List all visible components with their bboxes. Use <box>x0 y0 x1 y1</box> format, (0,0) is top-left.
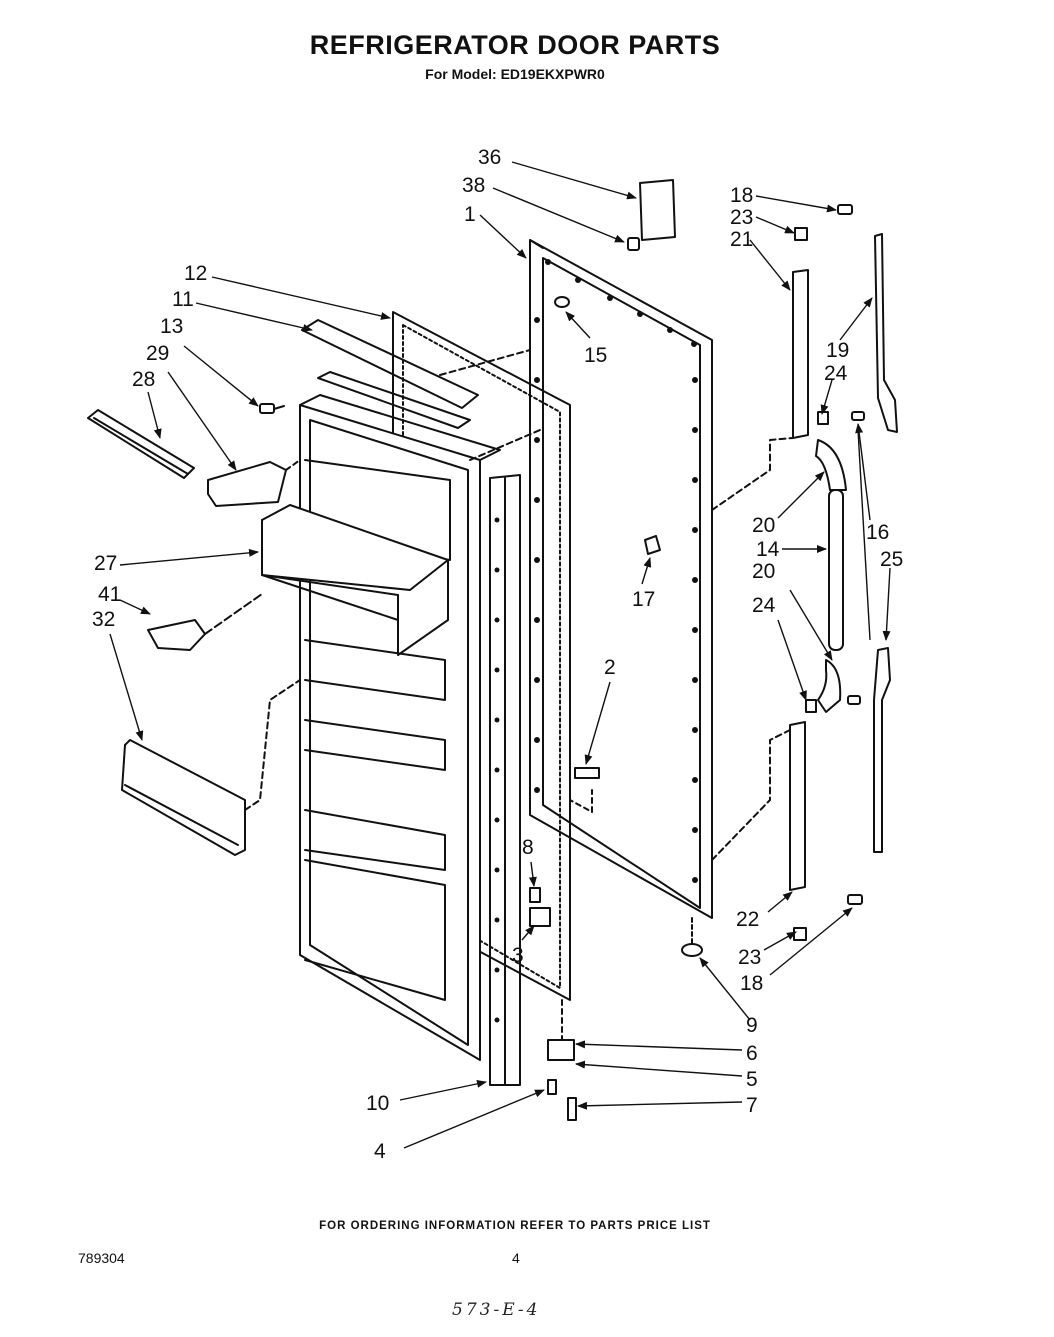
channel-22 <box>790 722 805 890</box>
strip-19 <box>875 234 897 432</box>
callout-6: 6 <box>746 1042 758 1065</box>
callout-13: 13 <box>160 315 183 338</box>
callout-21: 21 <box>730 228 753 251</box>
callout-7: 7 <box>746 1094 758 1117</box>
door-outer-panel <box>530 240 712 918</box>
strip-25 <box>874 648 890 852</box>
callout-18-top: 18 <box>730 184 753 207</box>
screw-13 <box>260 404 284 413</box>
callout-1: 1 <box>464 203 476 226</box>
document-number: 789304 <box>78 1250 125 1266</box>
badge-36 <box>640 180 675 240</box>
callout-29: 29 <box>146 342 169 365</box>
callout-10: 10 <box>366 1092 389 1115</box>
ordering-note: FOR ORDERING INFORMATION REFER TO PARTS … <box>319 1220 711 1232</box>
door-trim-strip <box>490 475 520 1085</box>
callout-2: 2 <box>604 656 616 679</box>
callout-17: 17 <box>632 588 655 611</box>
callout-23-bottom: 23 <box>738 946 761 969</box>
butter-cup <box>148 594 262 650</box>
callout-25: 25 <box>880 548 903 571</box>
plug-15 <box>555 297 569 307</box>
callout-24-top: 24 <box>824 362 848 385</box>
clips-and-screws <box>794 205 864 940</box>
callout-16: 16 <box>866 521 889 544</box>
model-subtitle: For Model: ED19EKXPWR0 <box>425 66 605 82</box>
callout-23-top: 23 <box>730 206 753 229</box>
callout-9: 9 <box>746 1014 758 1037</box>
lower-hinge <box>548 1000 576 1120</box>
callout-14: 14 <box>756 538 780 561</box>
callout-27: 27 <box>94 552 117 575</box>
callout-22: 22 <box>736 908 759 931</box>
handle-bracket <box>208 460 300 506</box>
callout-38: 38 <box>462 174 485 197</box>
elbow-20-lower <box>818 660 840 712</box>
page-title: REFRIGERATOR DOOR PARTS <box>309 30 721 60</box>
hinge-3 <box>530 908 550 926</box>
bracket-2 <box>570 768 599 812</box>
callout-41: 41 <box>98 583 121 606</box>
callout-3: 3 <box>512 944 524 967</box>
door-top-cap <box>302 320 478 428</box>
callout-numbers: 36 38 1 12 11 13 29 28 15 27 41 32 17 2 … <box>92 146 903 1163</box>
door-bin <box>262 505 448 655</box>
handwritten-code: 573-E-4 <box>452 1300 541 1320</box>
bracket-8 <box>530 888 540 902</box>
dashed-leaders-right <box>712 438 793 860</box>
callout-19: 19 <box>826 339 849 362</box>
callout-4: 4 <box>374 1140 386 1163</box>
elbow-20-upper <box>816 440 846 490</box>
callout-36: 36 <box>478 146 501 169</box>
callout-12: 12 <box>184 262 207 285</box>
callout-leaders <box>109 161 891 1149</box>
badge-38 <box>628 238 639 250</box>
door-shelf-bar <box>122 680 300 855</box>
callout-28: 28 <box>132 368 155 391</box>
callout-20-top: 20 <box>752 514 775 537</box>
tube-14 <box>829 490 843 650</box>
callout-15: 15 <box>584 344 607 367</box>
page-number: 4 <box>512 1250 520 1266</box>
callout-24-bottom: 24 <box>752 594 776 617</box>
channel-21 <box>793 270 808 438</box>
callout-18-bottom: 18 <box>740 972 763 995</box>
door-handle <box>88 410 194 478</box>
callout-20-bottom: 20 <box>752 560 775 583</box>
foot-9 <box>682 918 702 956</box>
callout-8: 8 <box>522 836 534 859</box>
callout-32: 32 <box>92 608 115 631</box>
clip-17 <box>645 536 660 554</box>
callout-5: 5 <box>746 1068 758 1091</box>
callout-11: 11 <box>172 288 194 311</box>
